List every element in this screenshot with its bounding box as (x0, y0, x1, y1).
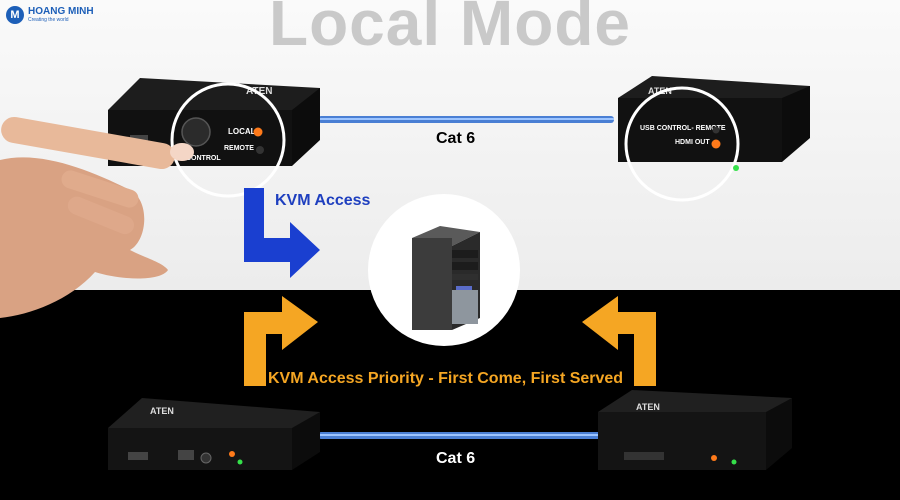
brand-tagline: Creating the world (28, 17, 69, 23)
led-bottom-right-2 (731, 459, 737, 465)
bottom-right-brand: ATEN (636, 402, 660, 412)
kvm-priority-label: KVM Access Priority - First Come, First … (268, 370, 624, 387)
led-bottom-left-2 (237, 459, 243, 465)
zoom-lens-right (624, 86, 740, 202)
top-left-brand: ATEN (246, 86, 272, 97)
control-button-bottom (200, 452, 212, 464)
cable-top-label: Cat 6 (436, 130, 476, 147)
hdmi-out-label: HDMI OUT (675, 139, 710, 146)
cable-bottom-highlight (318, 434, 602, 436)
device-ports-bottom-right (624, 452, 664, 460)
usb-control-remote-label: USB CONTROL- REMOTE (640, 125, 726, 132)
cable-bottom-label: Cat 6 (436, 450, 476, 467)
kvm-access-label: KVM Access (275, 192, 371, 209)
remote-label: REMOTE (224, 145, 254, 152)
zoom-lens-left (170, 82, 286, 198)
local-led (253, 127, 263, 137)
priority-arrow-left (244, 296, 318, 386)
brand-logo: M HOANG MINH Creating the world (6, 6, 94, 24)
brand-name: HOANG MINH (28, 6, 94, 17)
remote-led (256, 146, 264, 154)
computer-tower (368, 194, 520, 346)
kvm-extender-local-unit-bottom: ATEN (108, 398, 320, 470)
usb-port-bottom (178, 450, 194, 460)
hdmi-port-bottom (128, 452, 148, 460)
remote-status-led (712, 126, 720, 134)
kvm-extender-remote-unit-top: ATEN USB CONTROL- REMOTE HDMI OUT (618, 76, 810, 202)
cable-top-highlight (318, 118, 614, 120)
power-led-top-right (733, 165, 739, 171)
page-title: Local Mode (268, 0, 632, 59)
local-label: LOCAL (228, 127, 256, 136)
hdmi-port-icon (130, 135, 148, 142)
priority-arrow-right (582, 296, 656, 386)
control-label: CONTROL (186, 155, 221, 162)
kvm-extender-remote-unit-bottom: ATEN (598, 390, 792, 470)
bottom-left-brand: ATEN (150, 406, 174, 416)
led-bottom-left-1 (229, 451, 235, 457)
brand-logo-icon: M (6, 6, 24, 24)
hdmi-out-led (711, 139, 721, 149)
kvm-access-arrow (244, 188, 320, 278)
pointing-hand-image (0, 116, 194, 318)
control-button (181, 117, 211, 147)
led-bottom-right-1 (711, 455, 717, 461)
kvm-extender-local-unit: ATEN LOCAL REMOTE CONTROL (108, 78, 320, 198)
